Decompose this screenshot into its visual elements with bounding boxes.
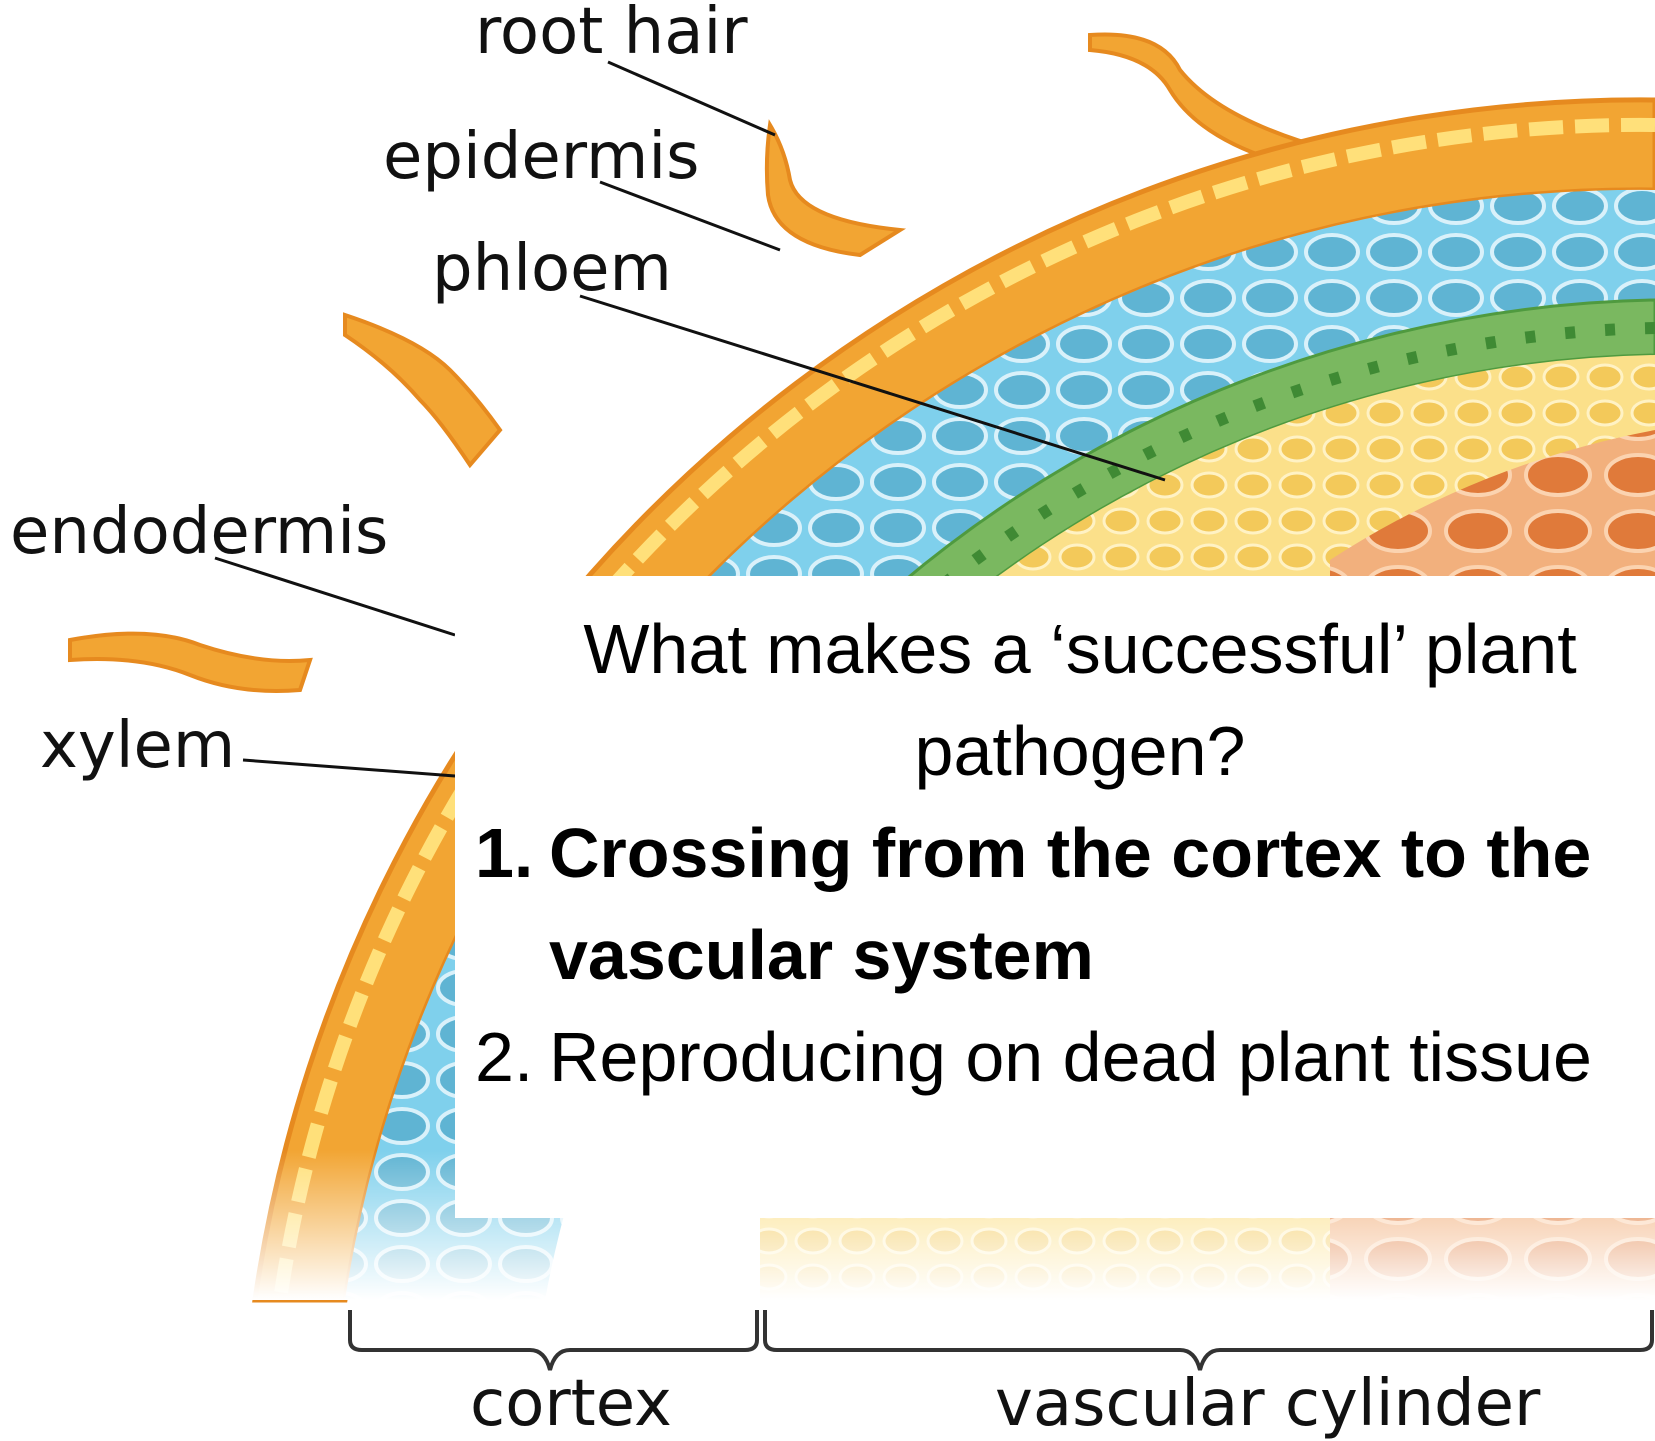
- label-cortex: cortex: [470, 1372, 672, 1436]
- vascular-cylinder-brace: [765, 1310, 1652, 1370]
- cortex-brace: [350, 1310, 757, 1370]
- label-phloem: phloem: [432, 237, 672, 301]
- label-endodermis: endodermis: [10, 500, 388, 564]
- answer-text: Crossing from the cortex to the vascular…: [549, 802, 1645, 1006]
- endodermis-leader: [215, 558, 455, 635]
- root-hair: [345, 315, 500, 465]
- answer-item: 1. Crossing from the cortex to the vascu…: [475, 802, 1645, 1006]
- label-xylem: xylem: [40, 714, 235, 778]
- answer-number: 2.: [475, 1006, 549, 1108]
- label-epidermis: epidermis: [383, 125, 699, 189]
- question-overlay-box: What makes a ‘successful’ plant pathogen…: [455, 576, 1655, 1218]
- question-title: What makes a ‘successful’ plant pathogen…: [475, 598, 1645, 802]
- answer-item: 2. Reproducing on dead plant tissue: [475, 1006, 1645, 1108]
- label-vascular-cylinder: vascular cylinder: [995, 1372, 1540, 1436]
- answer-text: Reproducing on dead plant tissue: [549, 1006, 1592, 1108]
- answer-number: 1.: [475, 802, 549, 1006]
- root-hair: [767, 125, 900, 255]
- label-root-hair: root hair: [475, 0, 748, 64]
- answer-list: 1. Crossing from the cortex to the vascu…: [475, 802, 1645, 1108]
- root-hair: [70, 634, 310, 691]
- xylem-leader: [243, 760, 455, 776]
